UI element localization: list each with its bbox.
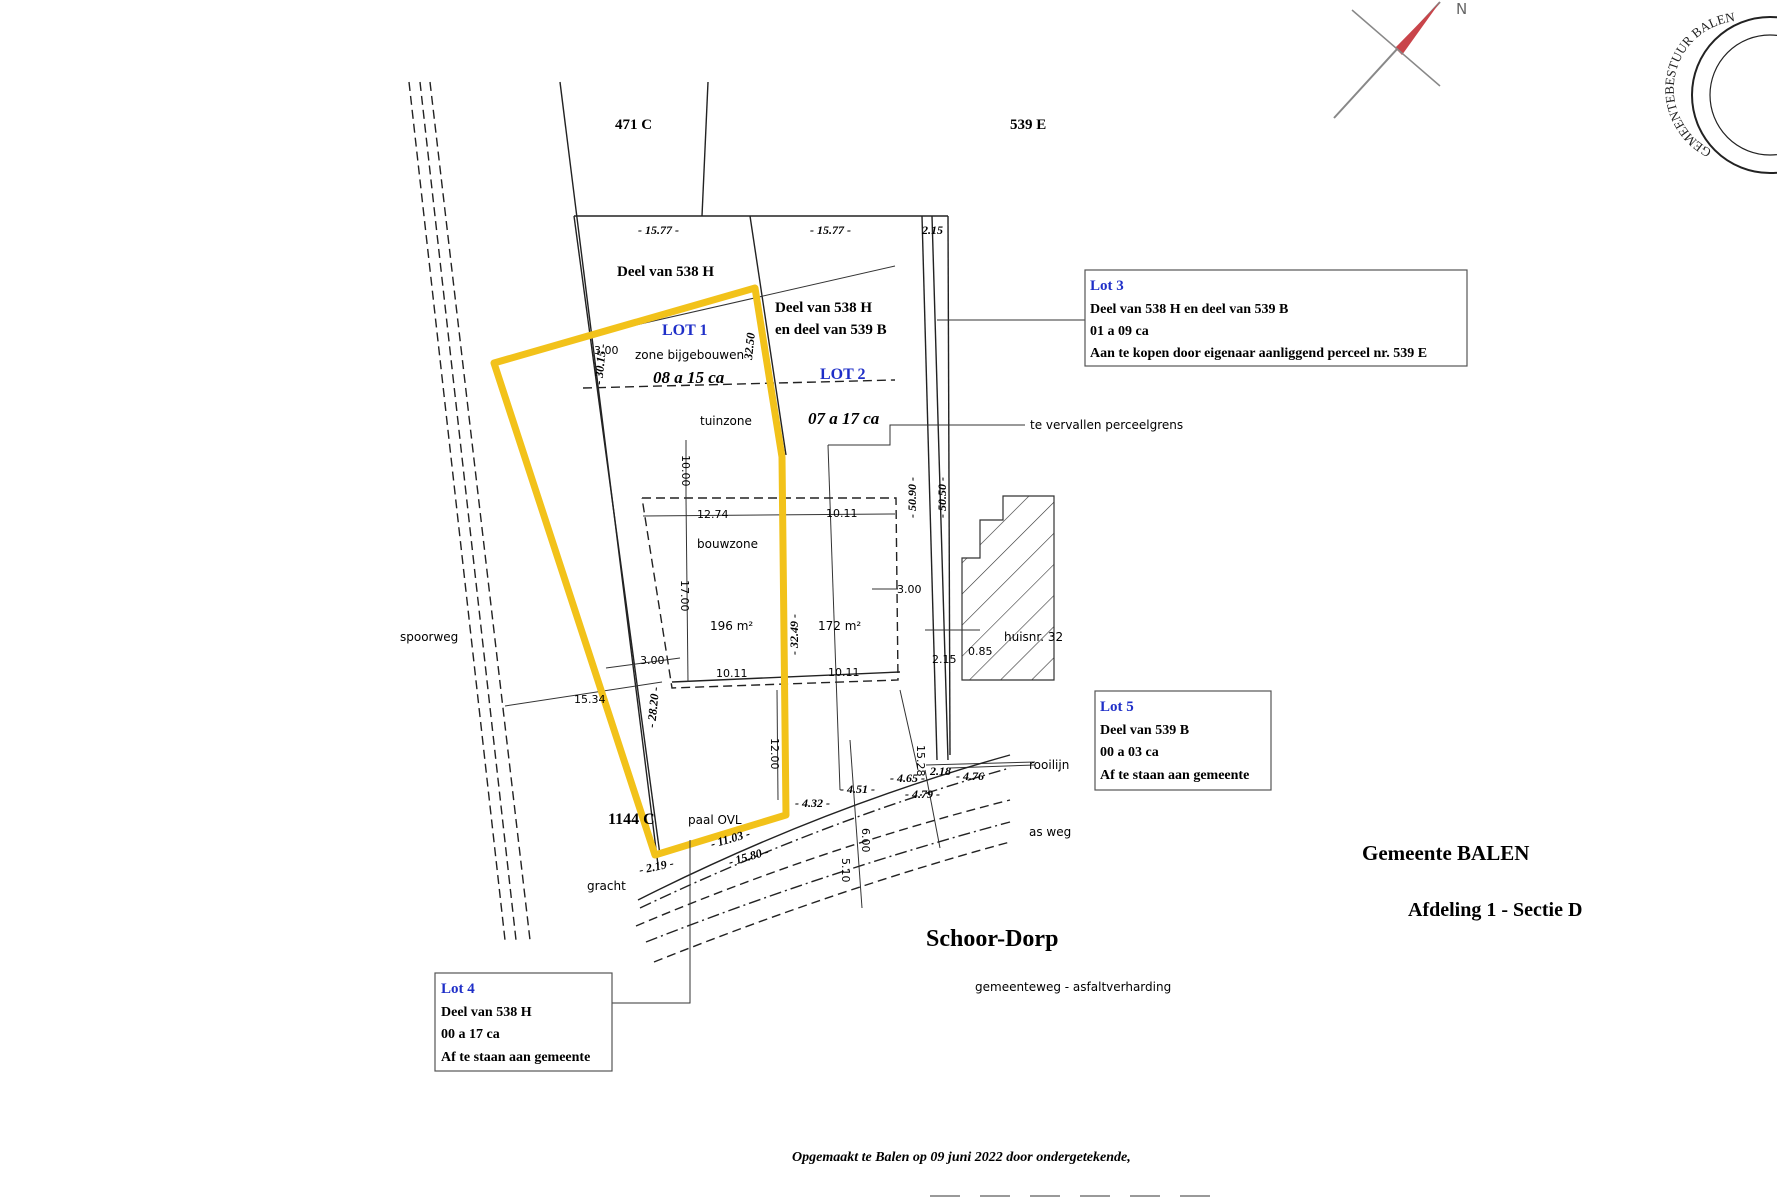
dim-label: 10.11 [716,667,748,680]
lot1-title: LOT 1 [662,322,708,339]
tuinzone-label: tuinzone [700,414,752,428]
spoorweg-label: spoorweg [400,630,458,644]
dim-label: - 32.49 - [787,614,801,655]
dim-label: - 28.20 - [644,686,662,728]
lot3-box: Lot 3 Deel van 538 H en deel van 539 B 0… [1084,269,1468,367]
lot3-line3: Aan te kopen door eigenaar aanliggend pe… [1090,346,1427,361]
dim-label: 6.00 [859,828,872,853]
dim-label: - 4.79 - [905,787,940,801]
lot3-line1: Deel van 538 H en deel van 539 B [1090,302,1288,317]
dimension-lines [504,440,1036,909]
lot4-leader [612,840,691,1004]
railway-lines [408,81,531,941]
municipality-title: Gemeente BALEN [1362,841,1529,865]
dim-label: 2.15 [921,223,943,237]
lot5-line2: 00 a 03 ca [1100,745,1159,760]
lot1-area: 08 a 15 ca [653,368,725,387]
area-left-label: 196 m² [710,619,753,633]
as-weg-label: as weg [1029,825,1071,839]
dim-label: 3.00 [640,654,665,667]
gemeenteweg-label: gemeenteweg - asfaltverharding [975,980,1171,994]
dim-label: 0.85 [968,645,993,658]
road-name: Schoor-Dorp [926,926,1058,952]
deel-538h-top: Deel van 538 H [617,264,714,280]
lot3-line2: 01 a 09 ca [1090,324,1149,339]
zone-bijgebouwen-label: zone bijgebouwen [635,348,744,362]
dim-label: - 50.50 - [935,477,949,518]
lot2-desc-line1: Deel van 538 H [775,300,872,316]
dim-label: - 4.32 - [795,796,830,810]
lot5-line1: Deel van 539 B [1100,723,1189,738]
lot5-title: Lot 5 [1100,699,1134,715]
lot3-title: Lot 3 [1090,278,1124,294]
dim-label: - 15.77 - [810,223,851,237]
dim-label: - 2.19 - [638,856,675,877]
gracht-label: gracht [587,879,626,893]
dim-label: - 50.90 - [905,477,919,518]
north-arrow-icon [1333,1,1441,119]
dim-label: - 30.15 - [591,343,609,385]
lot5-line3: Af te staan aan gemeente [1100,768,1249,783]
dimension-labels-plain: 3.00 10.00 12.74 10.11 17.00 3.00 3.00 1… [574,344,993,883]
dim-label: 2.15 [932,653,957,666]
lot2-area: 07 a 17 ca [808,409,880,428]
dim-label: - 4.65 - [890,771,925,785]
lot4-line3: Af te staan aan gemeente [441,1050,590,1065]
north-label: N [1456,0,1467,18]
parcel-539e: 539 E [1010,117,1046,133]
dim-label: 12.00 [768,738,781,770]
dim-label: 32.50 [741,332,758,361]
section-title: Afdeling 1 - Sectie D [1408,899,1582,921]
dim-label: 3.00 [594,344,619,357]
lot4-box: Lot 4 Deel van 538 H 00 a 17 ca Af te st… [434,972,613,1072]
dim-label: 15.34 [574,693,606,706]
dim-label: 15.28 [914,745,927,777]
dim-label: - 4.51 - [840,782,875,796]
area-right-label: 172 m² [818,619,861,633]
municipal-seal: GEMEENTEBESTUUR BALEN [1662,9,1777,174]
huisnr-label: huisnr. 32 [1004,630,1063,644]
lot4-line1: Deel van 538 H [441,1005,532,1020]
dim-label: 3.00 [897,583,922,596]
lot4-title: Lot 4 [441,981,475,997]
parcel-boundaries [559,81,1085,866]
lot1-highlight [490,284,790,859]
dim-label: 10.11 [828,666,860,679]
parcel-1144c: 1144 C [608,811,655,828]
dim-label: 12.74 [697,508,729,521]
dim-label: - 15.77 - [638,223,679,237]
dim-label: 10.11 [826,507,858,520]
dim-label: 2.18 [929,764,951,778]
dim-label: 5.10 [839,858,852,883]
parcel-471c: 471 C [615,117,652,133]
lot2-desc-line2: en deel van 539 B [775,322,887,338]
lot4-line2: 00 a 17 ca [441,1027,500,1042]
dim-label: - 4.76 [956,769,984,783]
lot5-box: Lot 5 Deel van 539 B 00 a 03 ca Af te st… [1094,690,1272,791]
rooilijn-label: rooilijn [1029,758,1069,772]
footer-note: Opgemaakt te Balen op 09 juni 2022 door … [792,1150,1131,1165]
lot2-title: LOT 2 [820,366,866,383]
dim-label: 17.00 [678,580,691,612]
paal-ovl-label: paal OVL [688,813,742,827]
dim-label: 10.00 [679,455,692,487]
vervallen-label: te vervallen perceelgrens [1030,418,1183,432]
bouwzone-label: bouwzone [697,537,758,551]
neighbour-building [961,495,1055,681]
